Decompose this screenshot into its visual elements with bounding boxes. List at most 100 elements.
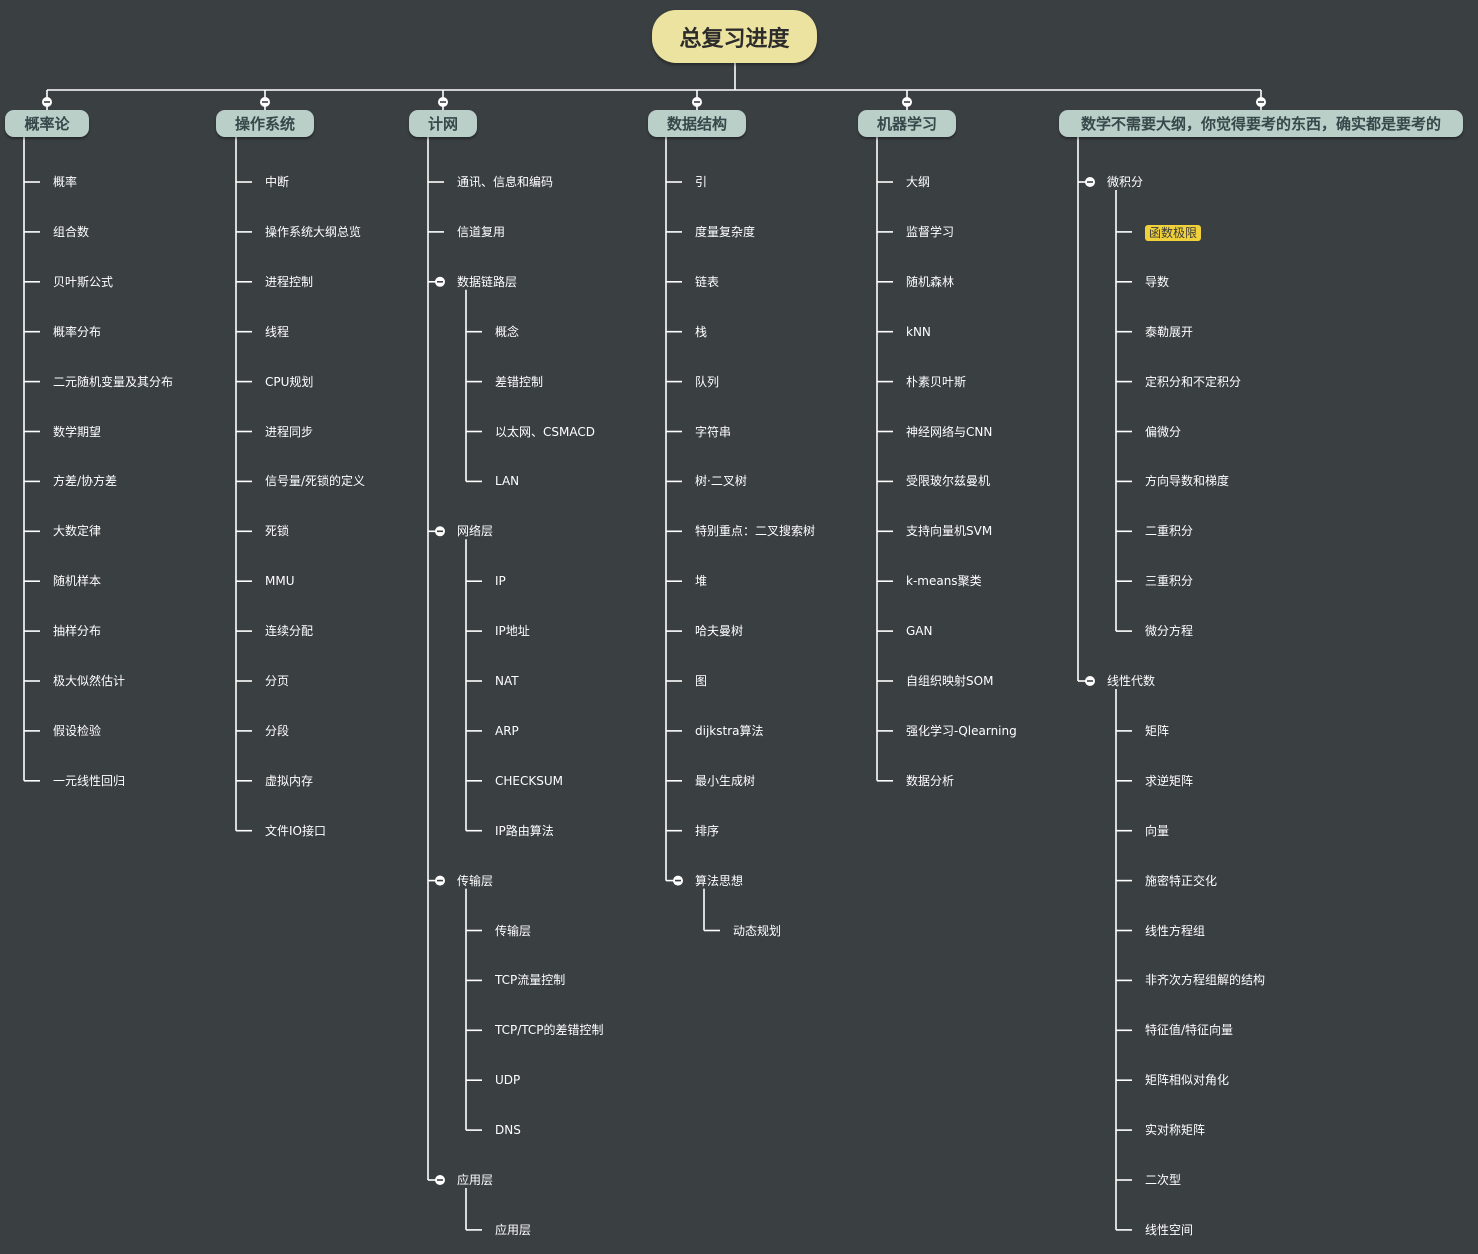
topic-node[interactable]: 强化学习-Qlearning — [906, 723, 1017, 738]
topic-node[interactable]: 应用层 — [457, 1173, 494, 1187]
topic-node[interactable]: 死锁 — [265, 524, 290, 539]
topic-node[interactable]: 二次型 — [1145, 1173, 1182, 1187]
topic-node[interactable]: 中断 — [265, 175, 290, 189]
topic-node[interactable]: 操作系统大纲总览 — [265, 224, 362, 239]
branch-4[interactable]: 机器学习 — [858, 110, 956, 137]
topic-node[interactable]: 特别重点：二叉搜索树 — [695, 524, 816, 539]
topic-node[interactable]: 偏微分 — [1145, 424, 1182, 439]
topic-node[interactable]: MMU — [265, 574, 295, 589]
topic-node[interactable]: 假设检验 — [53, 723, 102, 738]
topic-node[interactable]: 施密特正交化 — [1145, 873, 1218, 888]
topic-node[interactable]: 一元线性回归 — [53, 773, 126, 788]
topic-node[interactable]: 线性空间 — [1145, 1222, 1194, 1237]
topic-node[interactable]: DNS — [495, 1123, 521, 1138]
topic-node[interactable]: 二元随机变量及其分布 — [53, 374, 174, 389]
topic-node[interactable]: 导数 — [1145, 274, 1170, 289]
topic-node[interactable]: 向量 — [1145, 823, 1170, 838]
topic-node[interactable]: 大数定律 — [53, 524, 102, 539]
topic-node[interactable]: 方差/协方差 — [53, 474, 118, 489]
topic-node[interactable]: 传输层 — [495, 923, 532, 938]
topic-node[interactable]: 动态规划 — [733, 923, 782, 938]
topic-node[interactable]: 网络层 — [457, 524, 494, 539]
topic-node[interactable]: ARP — [495, 723, 519, 738]
topic-node[interactable]: 贝叶斯公式 — [53, 274, 114, 289]
topic-node[interactable]: 抽样分布 — [53, 624, 102, 639]
topic-node[interactable]: CHECKSUM — [495, 773, 563, 788]
topic-node[interactable]: 二重积分 — [1145, 524, 1194, 539]
topic-node[interactable]: 度量复杂度 — [695, 224, 756, 239]
topic-node[interactable]: 线程 — [265, 324, 290, 339]
topic-node[interactable]: CPU规划 — [265, 374, 314, 389]
topic-node[interactable]: 特征值/特征向量 — [1145, 1023, 1234, 1038]
topic-node[interactable]: 算法思想 — [695, 873, 744, 888]
topic-node[interactable]: 微分方程 — [1145, 624, 1194, 639]
topic-node[interactable]: 引 — [695, 175, 708, 189]
topic-node[interactable]: 通讯、信息和编码 — [457, 175, 554, 189]
topic-node[interactable]: 排序 — [695, 823, 720, 838]
topic-node[interactable]: 极大似然估计 — [53, 674, 126, 688]
topic-node[interactable]: GAN — [906, 624, 933, 639]
topic-node[interactable]: 文件IO接口 — [265, 823, 326, 838]
topic-node[interactable]: 信号量/死锁的定义 — [265, 474, 366, 489]
topic-node[interactable]: 线性代数 — [1107, 674, 1156, 688]
topic-node[interactable]: 定积分和不定积分 — [1145, 374, 1242, 389]
topic-node[interactable]: 进程同步 — [265, 424, 314, 439]
topic-node[interactable]: 组合数 — [53, 224, 90, 239]
topic-node[interactable]: 线性方程组 — [1145, 923, 1206, 938]
topic-node[interactable]: TCP流量控制 — [495, 973, 566, 988]
topic-node[interactable]: 矩阵相似对角化 — [1145, 1073, 1230, 1088]
topic-node[interactable]: IP路由算法 — [495, 823, 554, 838]
topic-node[interactable]: UDP — [495, 1073, 521, 1088]
topic-node[interactable]: 应用层 — [495, 1222, 532, 1237]
topic-node[interactable]: 矩阵 — [1145, 723, 1170, 738]
topic-node[interactable]: 非齐次方程组解的结构 — [1145, 973, 1266, 988]
topic-node[interactable]: IP — [495, 574, 506, 589]
branch-2[interactable]: 计网 — [409, 110, 477, 137]
topic-node[interactable]: 概率分布 — [53, 324, 102, 339]
topic-node[interactable]: 数据分析 — [906, 773, 955, 788]
topic-node[interactable]: 图 — [695, 674, 708, 688]
topic-node[interactable]: 连续分配 — [265, 624, 314, 639]
topic-node[interactable]: 链表 — [695, 274, 720, 289]
topic-node[interactable]: 监督学习 — [906, 224, 955, 239]
branch-1[interactable]: 操作系统 — [216, 110, 314, 137]
topic-node[interactable]: 虚拟内存 — [265, 773, 314, 788]
root-topic[interactable]: 总复习进度 — [652, 10, 817, 63]
topic-node[interactable]: 三重积分 — [1145, 574, 1194, 589]
topic-node[interactable]: 数学期望 — [53, 424, 102, 439]
topic-node[interactable]: 求逆矩阵 — [1145, 773, 1194, 788]
topic-node[interactable]: 受限玻尔兹曼机 — [906, 474, 991, 489]
branch-0[interactable]: 概率论 — [5, 110, 89, 137]
topic-node[interactable]: 数据链路层 — [457, 274, 518, 289]
topic-node[interactable]: 大纲 — [906, 175, 931, 189]
topic-node[interactable]: kNN — [906, 324, 931, 339]
topic-node[interactable]: 信道复用 — [457, 224, 506, 239]
branch-5[interactable]: 数学不需要大纲，你觉得要考的东西，确实都是要考的 — [1059, 110, 1463, 137]
topic-node[interactable]: 随机森林 — [906, 274, 955, 289]
topic-node[interactable]: 概率 — [53, 175, 78, 189]
topic-node[interactable]: 差错控制 — [495, 374, 544, 389]
topic-node[interactable]: 实对称矩阵 — [1145, 1123, 1206, 1138]
topic-node[interactable]: dijkstra算法 — [695, 723, 764, 738]
highlighted-topic[interactable]: 函数极限 — [1145, 224, 1202, 241]
topic-node[interactable]: 分段 — [265, 723, 290, 738]
topic-node[interactable]: 分页 — [265, 674, 290, 688]
topic-node[interactable]: 堆 — [695, 574, 708, 589]
topic-node[interactable]: 进程控制 — [265, 274, 314, 289]
topic-node[interactable]: 栈 — [695, 324, 708, 339]
topic-node[interactable]: 树·二叉树 — [695, 474, 747, 489]
topic-node[interactable]: 朴素贝叶斯 — [906, 374, 967, 389]
topic-node[interactable]: 随机样本 — [53, 574, 102, 589]
topic-node[interactable]: 以太网、CSMACD — [495, 424, 595, 439]
topic-node[interactable]: 方向导数和梯度 — [1145, 474, 1230, 489]
topic-node[interactable]: 概念 — [495, 324, 520, 339]
topic-node[interactable]: k-means聚类 — [906, 574, 982, 589]
topic-node[interactable]: NAT — [495, 674, 519, 688]
topic-node[interactable]: 哈夫曼树 — [695, 624, 744, 639]
topic-node[interactable]: 自组织映射SOM — [906, 674, 994, 688]
topic-node[interactable]: 神经网络与CNN — [906, 424, 993, 439]
topic-node[interactable]: LAN — [495, 474, 520, 489]
topic-node[interactable]: 字符串 — [695, 424, 732, 439]
topic-node[interactable]: 最小生成树 — [695, 773, 756, 788]
topic-node[interactable]: 微积分 — [1107, 175, 1144, 189]
